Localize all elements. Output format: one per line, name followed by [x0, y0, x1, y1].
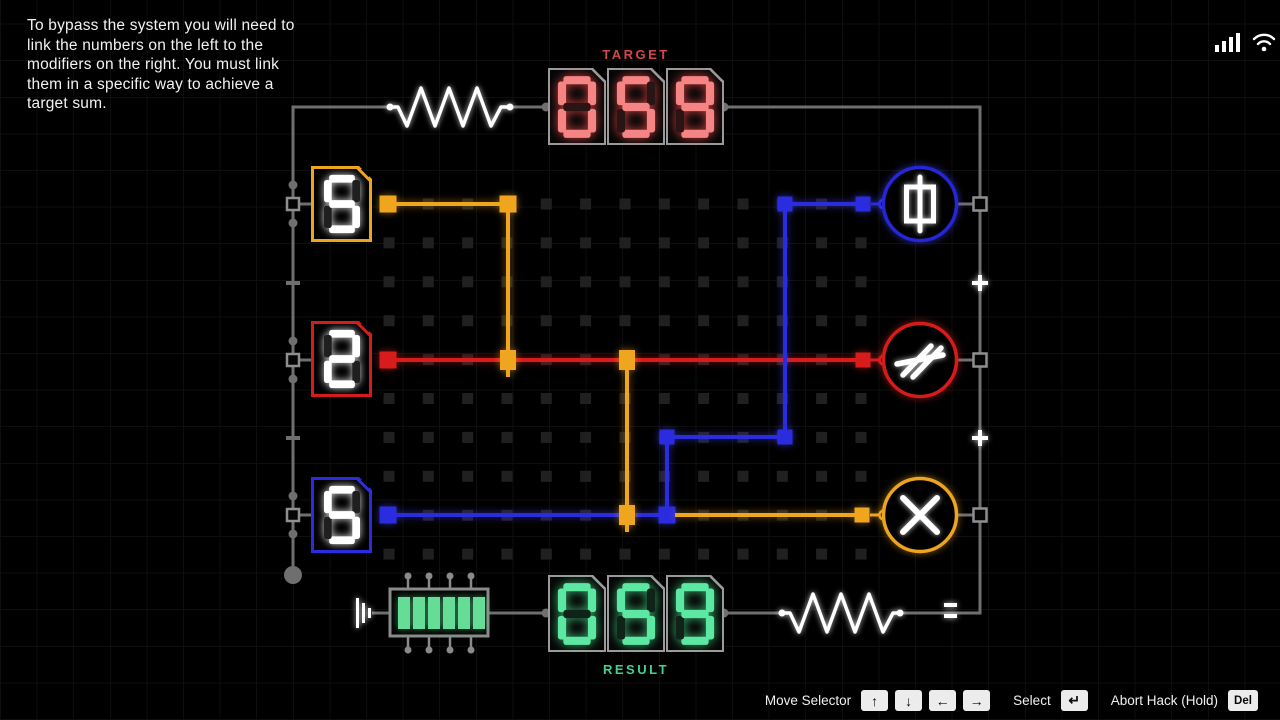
target-digit-cell	[607, 68, 665, 145]
ground-icon	[356, 598, 371, 628]
wifi-icon	[1252, 33, 1276, 52]
target-digit-cell	[548, 68, 606, 145]
phi-icon	[904, 174, 936, 234]
key-right-icon: →	[963, 690, 991, 711]
result-digit-cell	[548, 575, 606, 652]
abort-hack-label: Abort Hack (Hold)	[1110, 693, 1218, 708]
number-box-orange[interactable]	[311, 166, 372, 242]
result-display: RESULT	[548, 575, 724, 677]
status-icons	[1213, 32, 1276, 54]
move-selector-label: Move Selector	[764, 693, 852, 708]
control-hints: Move Selector ↑ ↓ ← → Select ↵ Abort Hac…	[765, 690, 1258, 711]
number-digit	[314, 169, 369, 239]
result-digit-cell	[666, 575, 724, 652]
number-digit	[314, 480, 369, 550]
crossed-lines-icon	[894, 343, 946, 380]
key-del: Del	[1228, 690, 1258, 711]
key-up-icon: ↑	[861, 690, 889, 711]
result-digit-cell	[607, 575, 665, 652]
tutorial-text: To bypass the system you will need to li…	[27, 17, 295, 112]
signal-bars-icon	[1215, 33, 1240, 52]
multiply-icon	[900, 495, 940, 535]
number-box-blue[interactable]	[311, 477, 372, 553]
modifier-phi[interactable]	[881, 165, 959, 243]
resistor-top	[386, 86, 514, 128]
result-label: RESULT	[602, 662, 670, 677]
equals-icon	[944, 603, 957, 618]
bus-ports[interactable]	[285, 196, 988, 523]
plus-icon	[972, 275, 988, 446]
key-enter-icon: ↵	[1060, 690, 1088, 711]
number-digit	[314, 324, 369, 394]
number-box-red[interactable]	[311, 321, 372, 397]
key-down-icon: ↓	[895, 690, 923, 711]
wire-orange[interactable]	[379, 195, 890, 533]
target-label: TARGET	[602, 47, 670, 62]
key-left-icon: ←	[929, 690, 957, 711]
target-digit-cell	[666, 68, 724, 145]
target-display: TARGET	[548, 47, 724, 145]
battery-meter	[388, 572, 490, 654]
battery-bars	[398, 597, 485, 629]
resistor-bottom	[778, 592, 904, 634]
select-label: Select	[1013, 693, 1051, 708]
modifier-multiply[interactable]	[881, 476, 959, 554]
modifier-crossed-lines[interactable]	[881, 321, 959, 399]
